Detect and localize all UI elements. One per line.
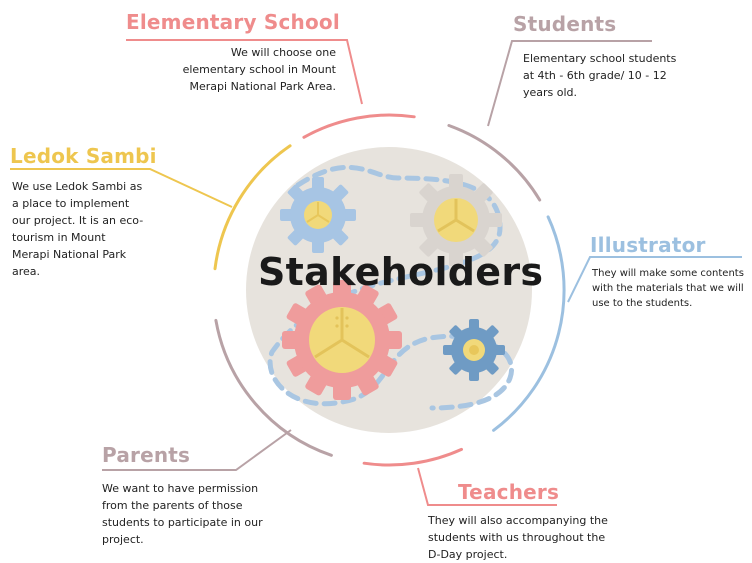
parents-description: We want to have permission from the pare… xyxy=(102,482,263,546)
gear-icon xyxy=(282,280,402,400)
teachers-arc xyxy=(362,447,463,467)
center-label: Stakeholders xyxy=(258,250,544,294)
ledok-sambi-description: We use Ledok Sambi as a place to impleme… xyxy=(12,180,144,278)
illustrator-title: Illustrator xyxy=(590,233,706,257)
teachers-title: Teachers xyxy=(458,480,560,504)
teachers-connector xyxy=(417,467,557,506)
illustrator-description: They will make some contents with the ma… xyxy=(592,268,744,309)
ledok-sambi-title: Ledok Sambi xyxy=(10,144,157,168)
students-arc xyxy=(447,124,542,202)
students-connector xyxy=(487,40,652,127)
ledok-sambi-connector xyxy=(10,168,233,208)
elementary-school-connector xyxy=(126,39,363,105)
elementary-school-title: Elementary School xyxy=(126,10,340,34)
parents-connector xyxy=(102,429,292,471)
illustrator-connector xyxy=(567,256,742,303)
teachers-description: They will also accompanying the students… xyxy=(428,514,608,561)
gear-icon xyxy=(280,177,356,253)
elementary-school-arc xyxy=(302,113,416,139)
elementary-school-description: We will choose one elementary school in … xyxy=(182,46,336,93)
parents-arc xyxy=(214,318,333,457)
parents-title: Parents xyxy=(102,443,191,467)
illustrator-arc xyxy=(492,215,566,432)
ledok-sambi-arc xyxy=(213,144,292,271)
students-description: Elementary school students at 4th - 6th … xyxy=(523,52,677,99)
gear-icon xyxy=(410,174,502,266)
gear-icon xyxy=(443,319,505,381)
students-title: Students xyxy=(513,12,617,36)
